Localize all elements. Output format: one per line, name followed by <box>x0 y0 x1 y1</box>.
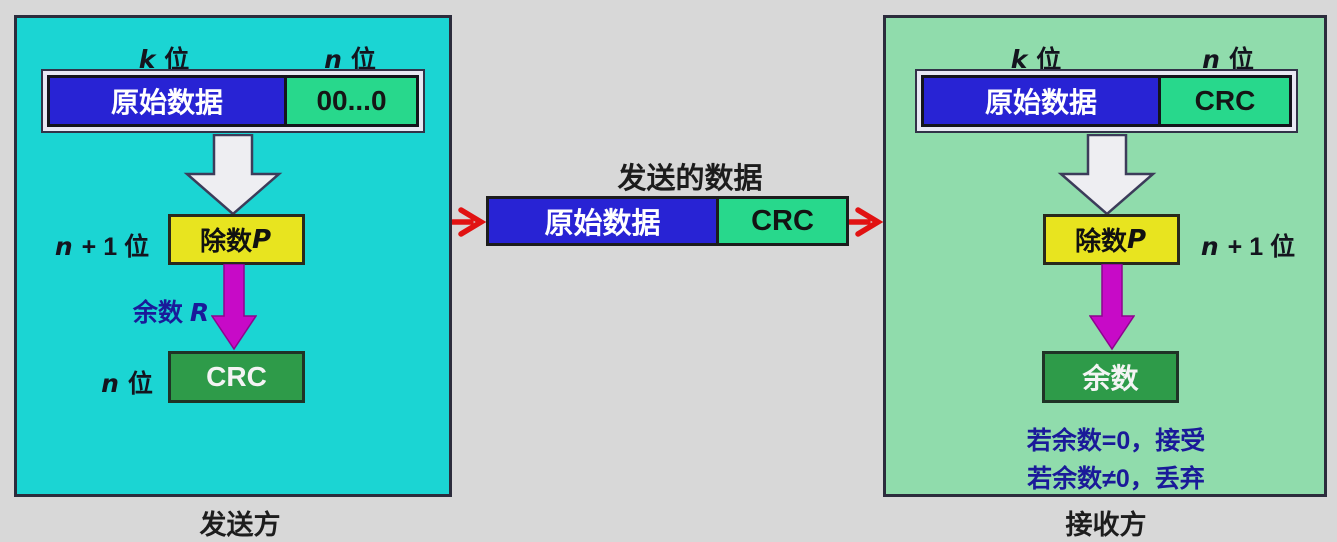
sender-divisor-box: 除数 P <box>168 214 305 265</box>
receiver-panel: k 位 n 位 原始数据 CRC 除数 P n + 1 位 余数 若余数=0，接… <box>883 15 1327 497</box>
transmit-right-arrow-icon <box>849 207 884 237</box>
receiver-crc-segment: CRC <box>1158 75 1292 127</box>
receiver-original-data-segment: 原始数据 <box>921 75 1161 127</box>
sender-caption: 发送方 <box>199 510 281 540</box>
receiver-divisor-box: 除数 P <box>1043 214 1180 265</box>
receiver-down-block-arrow-icon <box>1057 134 1157 216</box>
transmitted-data-title: 发送的数据 <box>617 163 763 195</box>
receiver-data-bar: 原始数据 CRC <box>915 69 1298 133</box>
receiver-remainder-box: 余数 <box>1042 351 1179 403</box>
sender-down-block-arrow-icon <box>183 134 283 216</box>
receiver-caption: 接收方 <box>1065 510 1147 540</box>
sender-n-bits-crc-label: n 位 <box>101 369 153 398</box>
sender-remainder-label: 余数 R <box>132 298 210 327</box>
sender-remainder-arrow-icon <box>211 264 257 351</box>
receiver-discard-note: 若余数≠0，丢弃 <box>1027 465 1205 493</box>
transmitted-original-data-segment: 原始数据 <box>489 199 719 243</box>
transmitted-data-bar: 原始数据 CRC <box>486 196 849 246</box>
sender-data-bar: 原始数据 00...0 <box>41 69 425 133</box>
receiver-remainder-arrow-icon <box>1089 264 1135 351</box>
transmitted-crc-segment: CRC <box>719 199 846 243</box>
sender-zeros-segment: 00...0 <box>284 75 419 127</box>
receiver-n-plus-1-bits-label: n + 1 位 <box>1200 232 1296 261</box>
sender-original-data-segment: 原始数据 <box>47 75 287 127</box>
transmit-left-arrow-icon <box>452 207 487 237</box>
sender-panel: k 位 n 位 原始数据 00...0 n + 1 位 除数 P 余数 R n … <box>14 15 452 497</box>
sender-crc-box: CRC <box>168 351 305 403</box>
sender-n-plus-1-bits-label: n + 1 位 <box>54 232 150 261</box>
receiver-accept-note: 若余数=0，接受 <box>1026 427 1206 455</box>
